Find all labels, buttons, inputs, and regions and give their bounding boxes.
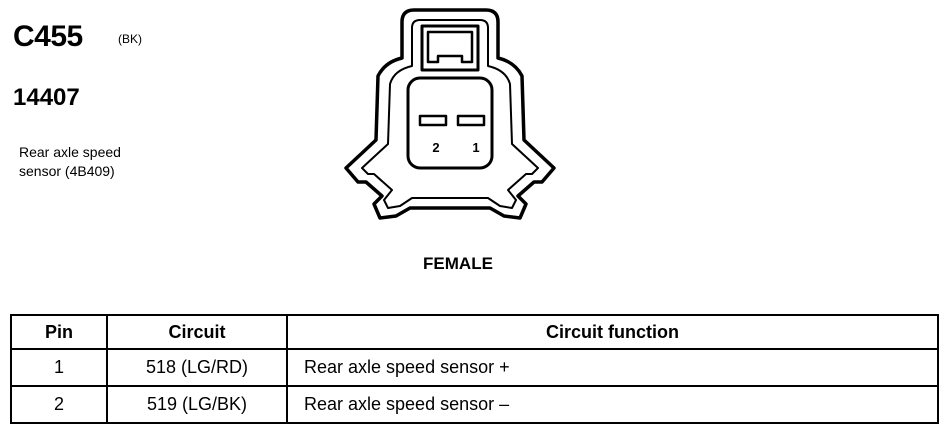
- column-header-pin: Pin: [10, 314, 108, 350]
- column-header-circuit: Circuit: [106, 314, 288, 350]
- cell-circuit: 518 (LG/RD): [106, 348, 288, 387]
- cell-circuit: 519 (LG/BK): [106, 385, 288, 424]
- connector-id: C455: [13, 20, 83, 53]
- pin-label-2: 2: [432, 140, 439, 155]
- table-row: 2 519 (LG/BK) Rear axle speed sensor –: [10, 385, 939, 424]
- table-header-row: Pin Circuit Circuit function: [10, 314, 939, 350]
- housing-outer: [344, 8, 556, 220]
- locking-tab: [420, 24, 480, 72]
- cell-circuit-function: Rear axle speed sensor +: [286, 348, 939, 387]
- cell-circuit-function: Rear axle speed sensor –: [286, 385, 939, 424]
- component-description: Rear axle speed sensor (4B409): [19, 143, 179, 181]
- connector-gender-label: FEMALE: [423, 254, 493, 273]
- column-header-circuit-function: Circuit function: [286, 314, 939, 350]
- pin-label-1: 1: [472, 140, 479, 155]
- connector-face-diagram: 2 1: [344, 8, 556, 220]
- mating-face: [406, 76, 494, 170]
- pin-table: Pin Circuit Circuit function 1 518 (LG/R…: [10, 314, 939, 424]
- terminal-slot-1: [456, 114, 486, 127]
- description-line: Rear axle speed: [19, 144, 121, 160]
- part-number: 14407: [13, 84, 80, 111]
- locking-tab-notch: [426, 30, 474, 64]
- cell-pin: 2: [10, 385, 108, 424]
- cell-pin: 1: [10, 348, 108, 387]
- terminal-slot-2: [418, 114, 448, 127]
- description-line: sensor (4B409): [19, 163, 115, 179]
- housing-inner: [361, 19, 539, 209]
- connector-color-code: (BK): [118, 32, 142, 46]
- table-row: 1 518 (LG/RD) Rear axle speed sensor +: [10, 348, 939, 387]
